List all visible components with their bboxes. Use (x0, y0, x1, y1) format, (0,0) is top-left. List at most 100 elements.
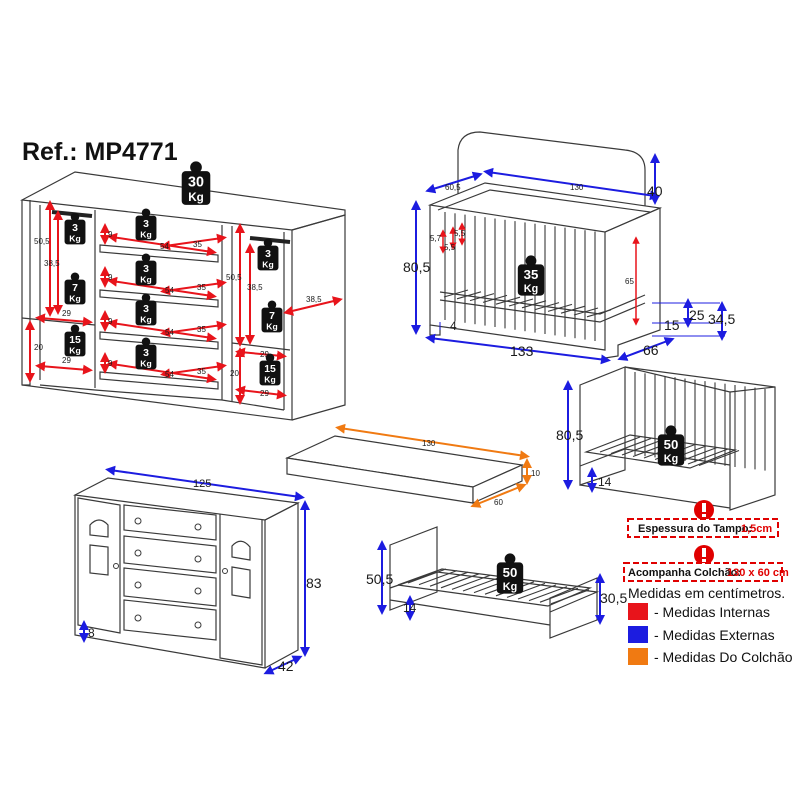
junior-base-slat (517, 584, 557, 600)
junior-bed-drawing (389, 526, 600, 639)
svg-text:20: 20 (230, 369, 239, 378)
svg-text:38,5: 38,5 (306, 295, 322, 304)
weight-handle-icon (141, 293, 151, 303)
weight-value: 3 (143, 219, 149, 230)
svg-text:9: 9 (108, 273, 113, 282)
legend-swatch-external (628, 626, 648, 643)
crib-labels: 60,5 130 40 5,7 5,5 5,5 80,5 65 4 133 66… (403, 183, 735, 359)
weight-handle-icon (263, 238, 273, 248)
weight-badge: 3Kg (135, 293, 157, 326)
legend-swatch-internal (628, 603, 648, 620)
weight-handle-icon (141, 253, 151, 263)
svg-text:20: 20 (34, 343, 43, 352)
weight-unit: Kg (266, 322, 277, 332)
weight-handle-icon (190, 161, 202, 174)
weight-icon (64, 219, 86, 245)
junior-base-slat (429, 571, 469, 587)
svg-text:40: 40 (647, 183, 663, 199)
weight-value: 35 (524, 267, 539, 282)
legend-swatch-mattress (628, 648, 648, 665)
weight-icon (64, 331, 86, 357)
dresser-internal-labels: 50,5 38,5 20 29 29 9 9 9 9 54 54 54 54 3… (34, 230, 322, 398)
tabletop-note: Espessura do Tampo: 1,5cm (627, 500, 779, 538)
junior-base-slat (407, 568, 447, 584)
weight-unit: Kg (503, 581, 517, 593)
svg-text:60: 60 (494, 498, 503, 507)
sofa-base-slat (610, 437, 652, 455)
dresser-internal-dims (25, 200, 343, 405)
svg-text:66: 66 (643, 342, 659, 358)
mattress-dims (335, 423, 532, 508)
junior-base-slat (539, 587, 579, 603)
weight-handle-icon (267, 300, 277, 310)
svg-text:29: 29 (62, 356, 71, 365)
svg-text:42: 42 (278, 658, 294, 674)
weight-unit: Kg (264, 375, 275, 385)
weight-badge: 7Kg (261, 300, 283, 333)
reference-title: Ref.: MP4771 (22, 138, 178, 166)
crib-base-slat (469, 293, 495, 302)
crib-base-slat (456, 291, 482, 300)
weight-handle-icon (141, 208, 151, 218)
legend-item-internal: - Medidas Internas (654, 604, 770, 620)
weight-unit: Kg (140, 359, 151, 369)
svg-text:65: 65 (625, 277, 634, 286)
junior-base-slat (528, 586, 568, 602)
svg-text:50,5: 50,5 (366, 571, 393, 587)
svg-text:8: 8 (88, 626, 95, 640)
crib-base-slat (573, 307, 599, 316)
weight-unit: Kg (69, 234, 80, 244)
svg-text:9: 9 (108, 359, 113, 368)
crib-base-slat (586, 309, 612, 318)
svg-text:50,5: 50,5 (34, 237, 50, 246)
svg-text:35: 35 (197, 367, 206, 376)
svg-text:80,5: 80,5 (403, 259, 430, 275)
sofa-base-slat (621, 439, 663, 456)
weight-value: 3 (143, 348, 149, 359)
dresser-front-dims (79, 465, 310, 675)
crib-internal-dims (439, 222, 640, 326)
svg-text:15: 15 (664, 317, 680, 333)
svg-text:38,5: 38,5 (247, 283, 263, 292)
junior-base-slat (506, 582, 546, 598)
weight-handle-icon (70, 324, 80, 334)
weight-icon (135, 300, 157, 326)
weight-badge: 3Kg (257, 238, 279, 271)
svg-text:4: 4 (450, 319, 457, 333)
dresser-front-drawing (73, 477, 300, 669)
crib-base-slat (547, 303, 573, 312)
svg-text:54: 54 (160, 242, 169, 251)
mattress-labels: 130 10 60 (422, 439, 540, 507)
dresser-front-labels: 125 83 42 8 (88, 478, 322, 674)
weight-value: 3 (143, 264, 149, 275)
crib-base-slat (508, 298, 534, 307)
svg-text:54: 54 (165, 328, 174, 337)
svg-text:80,5: 80,5 (556, 427, 583, 443)
weight-handle-icon (265, 353, 275, 363)
svg-text:35: 35 (193, 240, 202, 249)
sofa-bed-labels: 80,5 14 (556, 427, 612, 489)
svg-text:54: 54 (165, 286, 174, 295)
svg-text:133: 133 (510, 343, 534, 359)
crib-base-slat (482, 294, 508, 303)
weight-unit: Kg (262, 260, 273, 270)
junior-base-slat (451, 574, 491, 590)
weight-icon (257, 245, 279, 271)
svg-text:10: 10 (531, 469, 540, 478)
legend: Medidas em centímetros. - Medidas Intern… (628, 585, 793, 665)
junior-base-slat (418, 570, 458, 586)
weight-badge: 3Kg (64, 212, 86, 245)
weight-handle-icon (525, 255, 537, 267)
weight-value: 30 (188, 175, 204, 191)
weight-handle-icon (70, 212, 80, 222)
svg-text:50,5: 50,5 (226, 273, 242, 282)
junior-bed-dims (377, 540, 605, 625)
weight-badge: 3Kg (135, 337, 157, 370)
crib-base-slat (495, 296, 521, 305)
